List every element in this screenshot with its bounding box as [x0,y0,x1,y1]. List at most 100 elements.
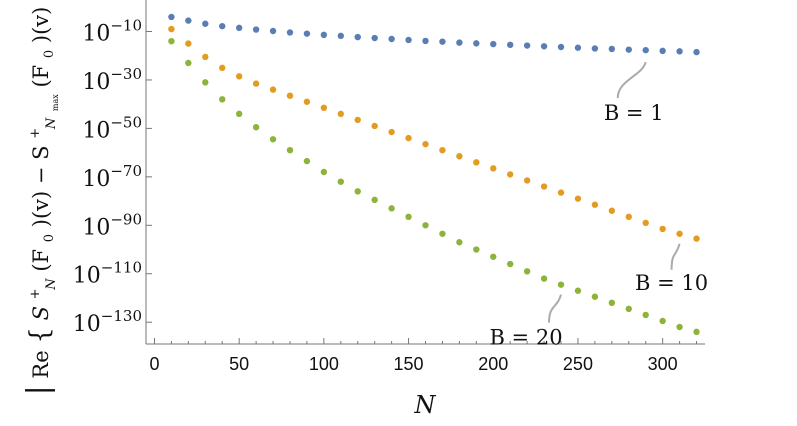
data-point-series-2 [320,104,328,112]
y-tick-base: 10 [82,118,110,143]
ylabel-plus: + [28,288,43,299]
y-tick-base: 10 [82,21,110,46]
data-point-series-1 [185,17,192,24]
data-point-series-3 [354,188,361,195]
data-point-series-2 [540,183,548,190]
data-point-series-1 [625,46,632,53]
data-point-series-2 [168,25,175,33]
data-point-series-3 [202,79,209,86]
data-point-series-1 [219,22,226,30]
ylabel-nmax-sub: max [51,94,60,111]
y-tick-exponent: −10 [110,16,142,34]
ylabel-arg: (F [29,249,53,272]
data-point-series-2 [456,153,463,160]
data-point-series-1 [523,42,531,49]
x-tick-label: 250 [563,354,593,374]
x-tick-label: 300 [648,354,678,374]
annotation-leader [548,294,562,323]
data-point-series-2 [252,80,260,87]
data-point-series-3 [337,178,345,185]
y-tick-exponent: −90 [110,210,142,228]
data-point-series-2 [405,134,412,142]
data-point-series-2 [235,73,243,80]
data-point-series-1 [591,45,599,52]
ylabel-re: Re [29,350,53,378]
data-point-series-1 [371,34,378,42]
data-point-series-3 [422,222,429,229]
annotation-leader [616,61,647,99]
data-point-series-1 [168,13,175,21]
data-point-series-1 [320,31,328,39]
data-point-series-2 [439,146,446,154]
y-tick-exponent: −110 [101,259,142,277]
data-point-series-2 [219,64,226,72]
y-tick-label: 10−30 [82,65,142,95]
data-point-series-1 [490,40,497,48]
data-point-series-2 [608,207,616,214]
data-point-series-2 [676,230,683,237]
y-tick-exponent: −70 [110,162,142,180]
data-point-series-1 [303,30,311,37]
data-point-series-3 [523,268,531,275]
data-point-series-2 [473,159,480,166]
data-point-series-3 [506,260,514,268]
data-point-series-3 [219,96,226,103]
data-point-series-3 [693,328,700,336]
data-point-series-1 [439,38,446,45]
x-tick-label: 100 [309,354,339,374]
data-point-series-1 [659,47,666,55]
y-tick-base: 10 [82,167,110,192]
data-point-series-2 [506,171,514,178]
data-point-series-3 [235,110,243,118]
data-point-series-3 [269,136,277,143]
data-point-series-1 [557,43,565,51]
annotation-label: B = 10 [635,271,708,295]
x-tick-label: 0 [149,354,159,374]
data-point-series-2 [354,116,361,124]
data-point-series-3 [286,146,294,154]
ylabel-nmax: N [44,117,59,130]
annotation-label: B = 20 [489,326,562,350]
annotation-leader [670,243,681,270]
data-point-series-1 [540,43,548,50]
data-point-series-2 [557,189,565,196]
data-point-series-1 [608,45,616,53]
data-point-series-1 [642,46,649,54]
data-point-series-3 [473,246,480,253]
ylabel-plus-2: + [28,128,43,139]
ylabel-arg2: (F [29,65,53,88]
y-tick-label: 10−110 [73,259,142,289]
data-point-series-2 [337,110,345,118]
data-point-series-1 [574,44,582,51]
data-point-series-1 [473,40,480,47]
data-point-series-3 [642,311,649,319]
y-tick-base: 10 [73,264,101,289]
y-tick-label: 10−10 [82,16,142,46]
data-point-series-2 [642,219,649,227]
ylabel-arg2-end: )(v) [29,7,53,43]
data-point-series-3 [608,299,616,307]
data-point-series-1 [693,48,700,56]
data-point-series-2 [371,122,378,130]
annotation-label: B = 1 [604,101,664,125]
y-tick-label: 10−90 [82,210,142,240]
data-point-series-2 [591,201,599,208]
ylabel-n: N [44,278,59,291]
y-tick-base: 10 [73,312,101,337]
ylabel-bar-left: | [21,385,56,395]
data-point-series-1 [286,29,294,36]
data-point-series-2 [185,40,192,47]
data-point-series-3 [574,287,582,294]
data-point-series-1 [337,32,345,40]
data-point-series-2 [574,195,582,202]
data-point-series-1 [456,39,463,46]
y-tick-exponent: −130 [101,307,142,325]
y-tick-exponent: −30 [110,65,142,83]
y-tick-base: 10 [82,215,110,240]
data-point-series-3 [557,281,565,288]
data-point-series-1 [269,27,277,35]
data-point-series-2 [202,53,209,61]
data-point-series-2 [659,225,666,233]
